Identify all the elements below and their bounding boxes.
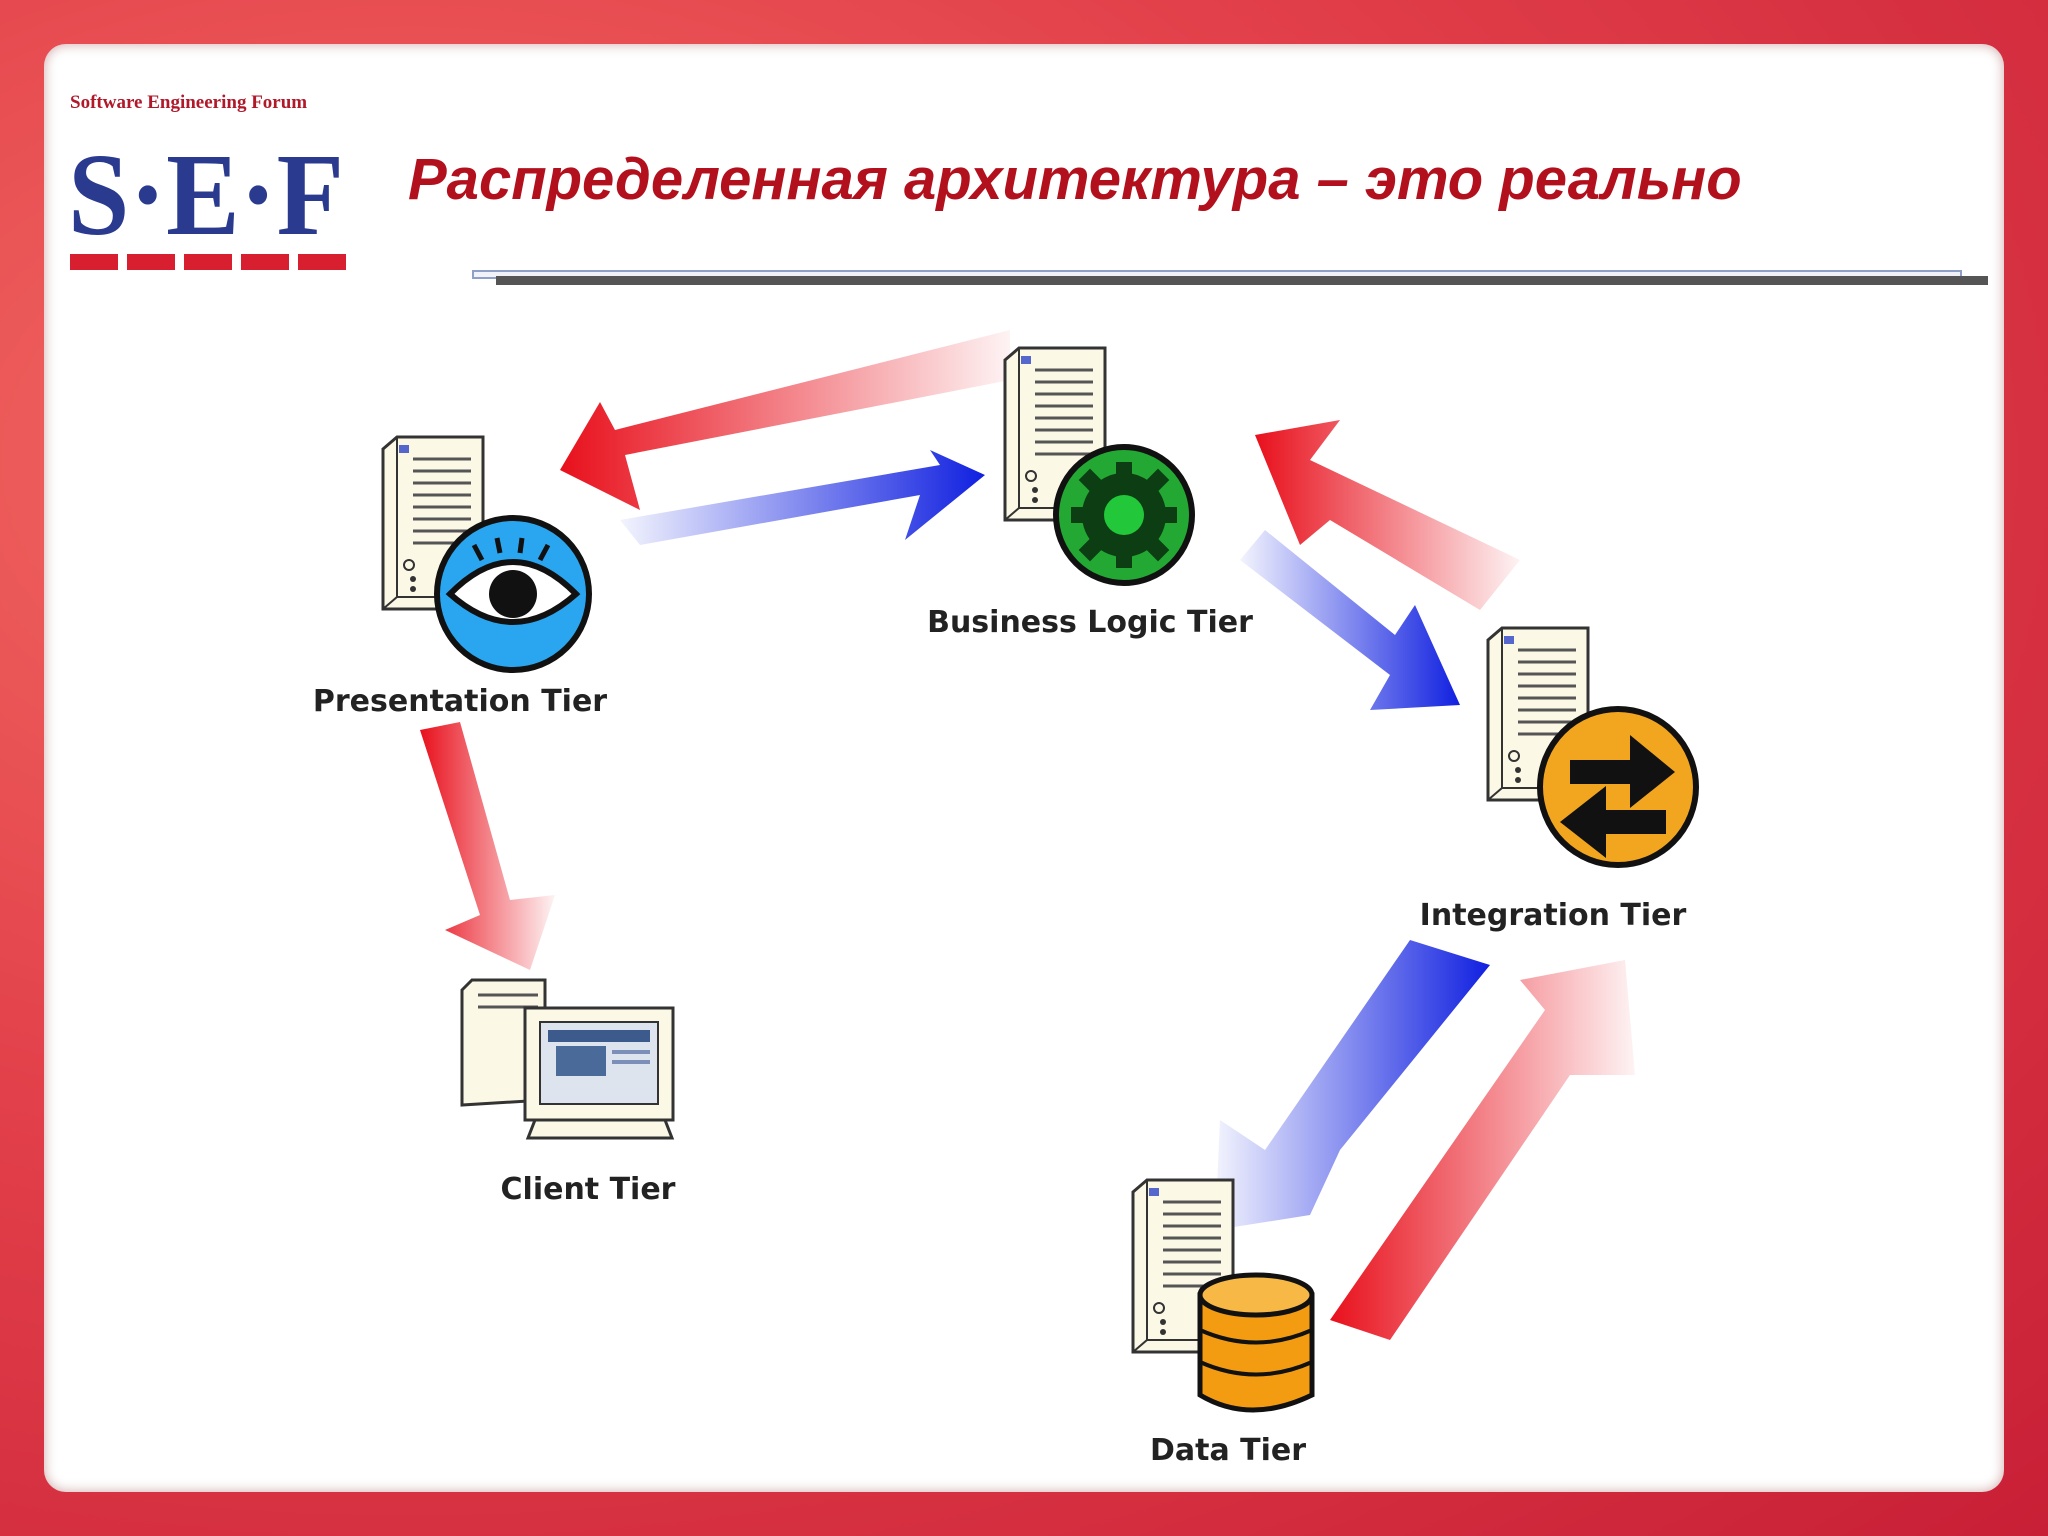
business-tier-node: Business Logic Tier (927, 346, 1253, 640)
slide-title: Распределенная архитектура – это реально (408, 147, 1742, 212)
data-tier-node: Data Tier (1131, 1178, 1315, 1468)
logo-tagline: Software Engineering Forum (70, 92, 308, 113)
integration-tier-label: Integration Tier (1420, 898, 1687, 933)
title-underline-shadow (496, 276, 1988, 285)
arrow-business-to-presentation (560, 330, 1010, 510)
integration-tier-node: Integration Tier (1420, 626, 1699, 933)
eye-icon (434, 515, 592, 673)
desktop-computer-icon (460, 978, 675, 1140)
client-tier-node: Client Tier (460, 978, 676, 1207)
presentation-tier-node: Presentation Tier (313, 435, 607, 719)
logo-mark: S·E·F (70, 129, 346, 270)
logo-letters: S·E·F (70, 129, 344, 260)
data-tier-label: Data Tier (1150, 1433, 1306, 1468)
database-icon (1197, 1272, 1315, 1413)
gear-icon (1053, 444, 1195, 586)
arrow-integration-to-data (1215, 940, 1490, 1230)
arrow-data-to-integration (1330, 960, 1635, 1340)
sef-logo: Software Engineering Forum S·E·F (70, 92, 350, 272)
business-tier-label: Business Logic Tier (927, 605, 1253, 640)
exchange-arrows-icon (1537, 706, 1699, 868)
arrow-business-to-integration (1240, 530, 1460, 710)
client-tier-label: Client Tier (501, 1172, 676, 1207)
arrow-presentation-to-client (420, 722, 555, 970)
presentation-tier-label: Presentation Tier (313, 684, 607, 719)
arrow-integration-to-business (1255, 420, 1520, 610)
arrow-presentation-to-business (620, 450, 985, 545)
